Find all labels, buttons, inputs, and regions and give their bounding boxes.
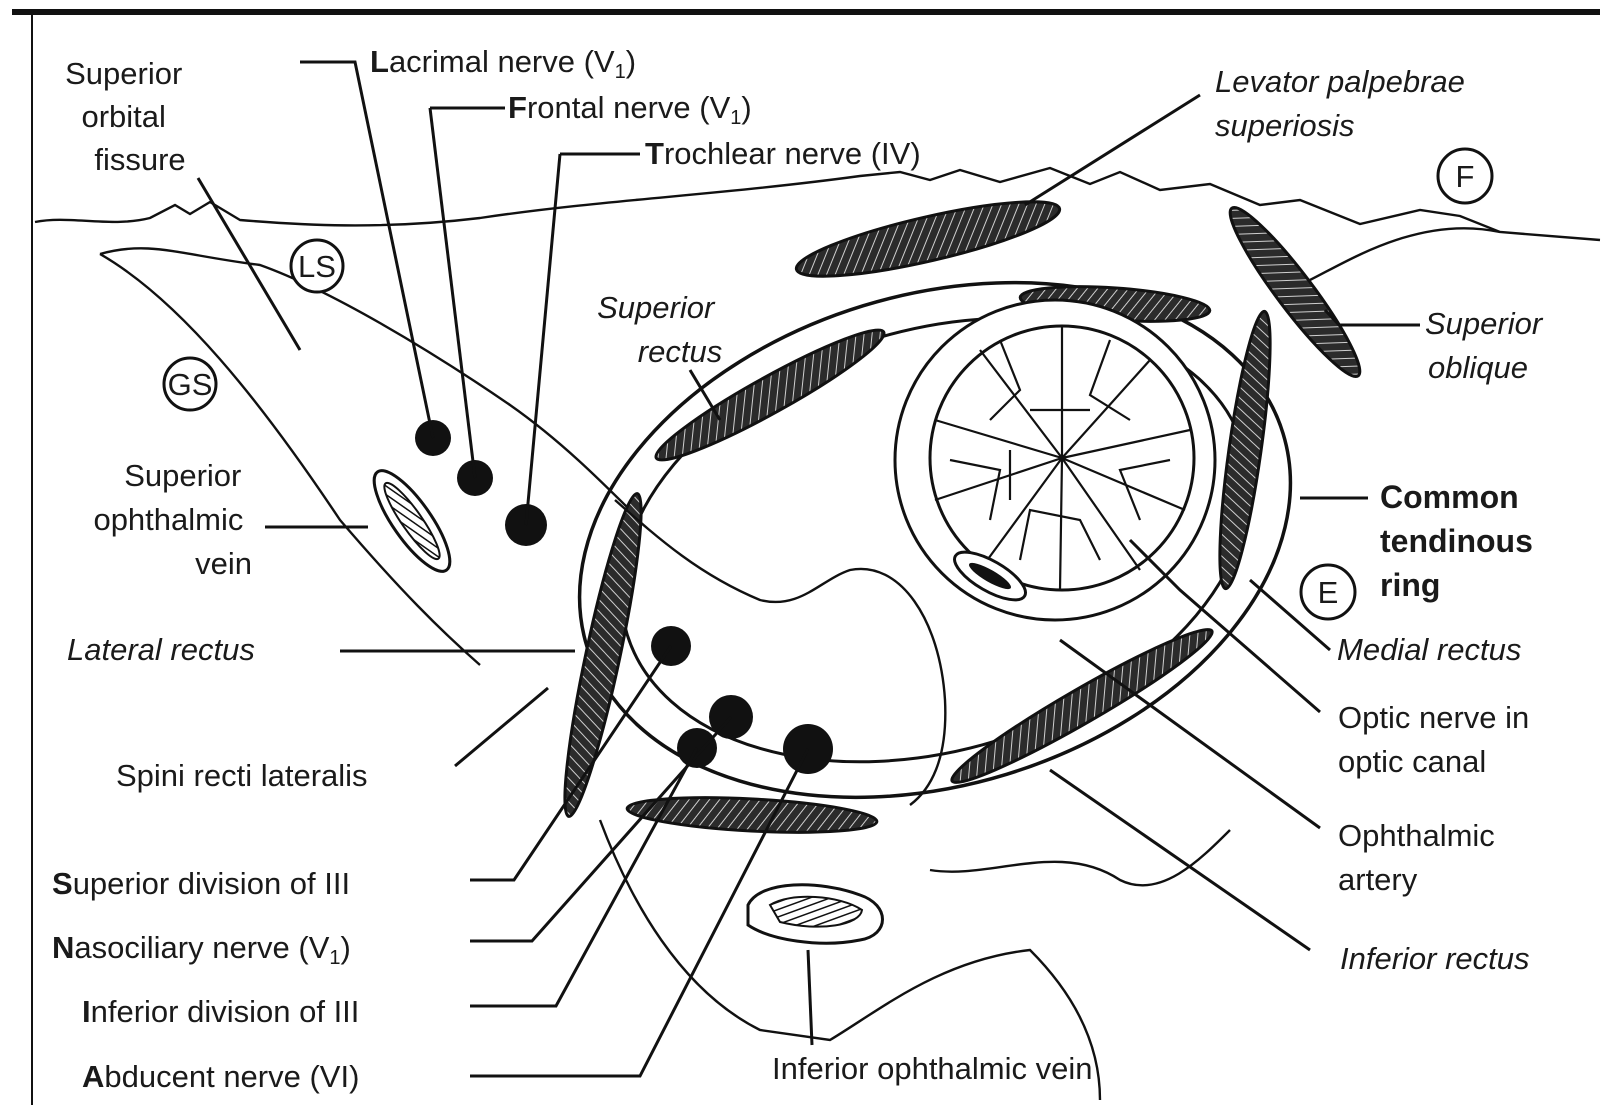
zygomatic-ridge: [1310, 228, 1500, 280]
inferior-rectus-muscle: [944, 616, 1221, 795]
lateral-rectus-muscle: [552, 490, 654, 820]
label-inferior-rectus: Inferior rectus: [1340, 941, 1530, 976]
label-lacrimal-nerve: Lacrimal nerve (V1): [370, 44, 636, 83]
label-ophthalmic-artery: Ophthalmic artery: [1338, 818, 1503, 897]
label-inferior-ophthalmic-vein: Inferior ophthalmic vein: [772, 1051, 1093, 1086]
label-medial-rectus: Medial rectus: [1337, 632, 1521, 667]
label-abducent-nerve: Abducent nerve (VI): [82, 1059, 359, 1094]
marker-e: E: [1318, 575, 1339, 610]
label-frontal-nerve: Frontal nerve (V1): [508, 90, 752, 129]
label-lateral-rectus: Lateral rectus: [67, 632, 255, 667]
label-superior-division-iii: Superior division of III: [52, 866, 350, 901]
medial-wall-outline: [930, 830, 1230, 885]
medial-rectus-muscle: [1210, 309, 1281, 591]
marker-ls: LS: [298, 249, 336, 284]
markers: LS GS F E: [164, 149, 1492, 619]
superior-oblique-muscle: [1217, 197, 1372, 386]
label-superior-oblique: Superior oblique: [1425, 306, 1551, 385]
label-trochlear-nerve: Trochlear nerve (IV): [645, 136, 921, 171]
orbit-roof-outline: [35, 168, 1600, 240]
nerve-area: [415, 420, 945, 805]
label-common-tendinous-ring: Common tendinous ring: [1380, 479, 1542, 603]
label-spini-recti-lateralis: Spini recti lateralis: [116, 758, 368, 793]
label-nasociliary-nerve: Nasociliary nerve (V1): [52, 930, 351, 969]
optic-canal: [895, 300, 1215, 620]
label-inferior-division-iii: Inferior division of III: [82, 994, 359, 1029]
inferior-muscle-strip: [626, 792, 877, 837]
label-superior-rectus: Superior rectus: [597, 290, 723, 369]
marker-f: F: [1456, 159, 1475, 194]
label-levator-palpebrae: Levator palpebrae superiosis: [1215, 64, 1474, 143]
levator-palpebrae-muscle: [792, 187, 1065, 291]
marker-gs: GS: [168, 367, 213, 402]
label-superior-ophthalmic-vein: Superior ophthalmic vein: [93, 458, 252, 581]
label-optic-nerve: Optic nerve in optic canal: [1338, 700, 1538, 779]
label-superior-orbital-fissure: Superior orbital fissure: [65, 56, 191, 177]
